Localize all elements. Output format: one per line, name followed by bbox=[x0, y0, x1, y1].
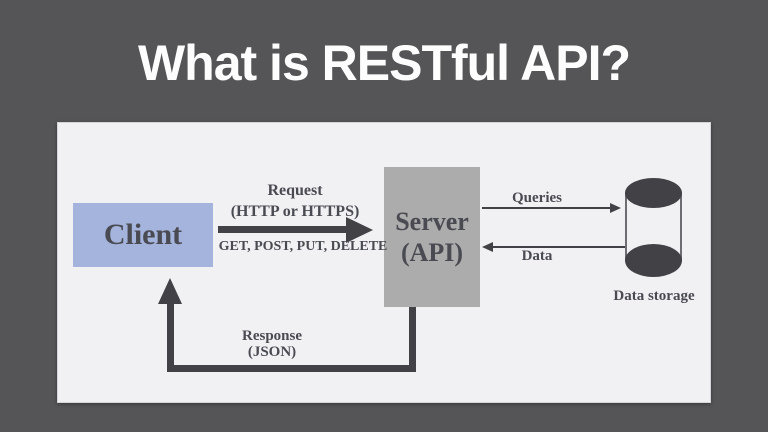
response-arrow-segment-up bbox=[167, 302, 174, 368]
request-label: Request (HTTP or HTTPS) bbox=[231, 180, 360, 222]
data-arrow bbox=[492, 246, 625, 248]
response-arrow-segment-down bbox=[409, 307, 416, 372]
response-label-line2: (JSON) bbox=[247, 344, 297, 360]
database-cylinder-icon bbox=[625, 178, 682, 277]
cylinder-top-cap bbox=[625, 178, 682, 208]
data-arrowhead-icon bbox=[482, 242, 493, 252]
client-node: Client bbox=[73, 203, 213, 267]
server-node: Server (API) bbox=[384, 167, 480, 307]
diagram-panel: Client Server (API) Request (HTTP or HTT… bbox=[57, 122, 711, 403]
cylinder-body bbox=[625, 193, 682, 261]
request-arrowhead-icon bbox=[346, 217, 373, 243]
response-label: Response (JSON) bbox=[242, 328, 302, 360]
request-methods-label: GET, POST, PUT, DELETE bbox=[218, 239, 388, 254]
response-label-line1: Response bbox=[241, 328, 303, 344]
queries-label: Queries bbox=[512, 190, 562, 206]
queries-arrowhead-icon bbox=[610, 203, 621, 213]
request-arrow bbox=[218, 226, 348, 233]
server-label-line1: Server bbox=[395, 207, 469, 236]
cylinder-bottom-cap bbox=[625, 244, 682, 277]
response-arrow-segment-horizontal bbox=[167, 365, 416, 372]
page-title: What is RESTful API? bbox=[137, 35, 631, 91]
server-label-line2: (API) bbox=[400, 238, 464, 267]
client-label: Client bbox=[103, 218, 183, 251]
response-arrowhead-icon bbox=[158, 278, 182, 304]
data-label: Data bbox=[521, 248, 553, 264]
data-storage-label: Data storage bbox=[613, 288, 695, 304]
request-label-line2: (HTTP or HTTPS) bbox=[230, 203, 360, 220]
request-label-line1: Request bbox=[267, 182, 323, 199]
queries-arrow bbox=[482, 207, 612, 209]
